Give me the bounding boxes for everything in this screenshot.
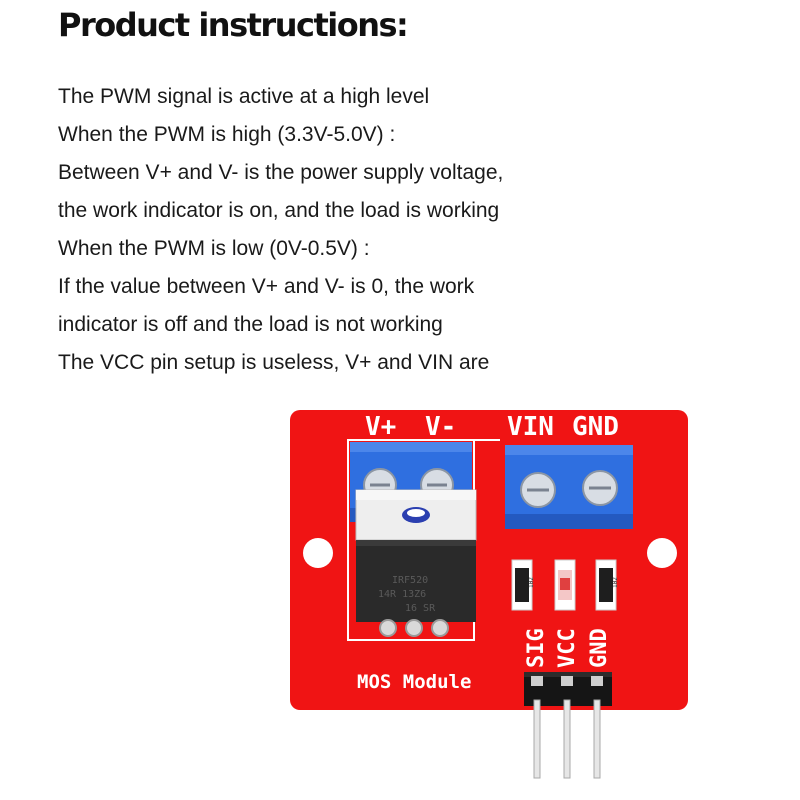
pin-label-vcc: VCC xyxy=(555,628,580,668)
pin-label-sig: SIG xyxy=(524,628,549,668)
status-led xyxy=(554,559,576,611)
page-title: Product instructions: xyxy=(58,6,409,44)
mosfet-marking-2: 14R 13Z6 xyxy=(378,589,426,600)
pin-gnd xyxy=(593,699,601,779)
instruction-line: When the PWM is high (3.3V-5.0V) : xyxy=(58,123,396,146)
resistor-code-right: 102 xyxy=(612,577,619,588)
instruction-line: the work indicator is on, and the load i… xyxy=(58,199,500,222)
mosfet-marking-3: 16 SR xyxy=(405,603,436,614)
pin-sig xyxy=(533,699,541,779)
silk-label-vin: VIN xyxy=(507,412,554,442)
instruction-line: Between V+ and V- is the power supply vo… xyxy=(58,161,504,184)
module-label: MOS Module xyxy=(357,671,471,693)
solder-pad xyxy=(405,619,423,637)
resistor-left: 102 xyxy=(511,559,535,611)
resistor-code-left: 102 xyxy=(528,577,535,588)
instruction-line: When the PWM is low (0V-0.5V) : xyxy=(58,237,370,260)
silk-label-vminus: V- xyxy=(425,412,456,442)
resistor-right: 102 xyxy=(595,559,619,611)
instruction-line: The VCC pin setup is useless, V+ and VIN… xyxy=(58,351,490,374)
solder-pad xyxy=(431,619,449,637)
solder-pad xyxy=(379,619,397,637)
instruction-line: The PWM signal is active at a high level xyxy=(58,85,430,108)
pin-label-gnd: GND xyxy=(587,628,612,668)
mounting-hole-left xyxy=(303,538,333,568)
silk-label-gnd: GND xyxy=(572,412,619,442)
pin-vcc xyxy=(563,699,571,779)
mosfet-component: IRF520 14R 13Z6 16 SR xyxy=(355,489,477,622)
mosfet-marking-1: IRF520 xyxy=(392,575,428,586)
header-pins xyxy=(524,672,612,779)
silk-label-vplus: V+ xyxy=(365,412,396,442)
mounting-hole-right xyxy=(647,538,677,568)
terminal-block-right xyxy=(505,445,633,529)
instruction-line: If the value between V+ and V- is 0, the… xyxy=(58,275,475,298)
instruction-line: indicator is off and the load is not wor… xyxy=(58,313,443,336)
